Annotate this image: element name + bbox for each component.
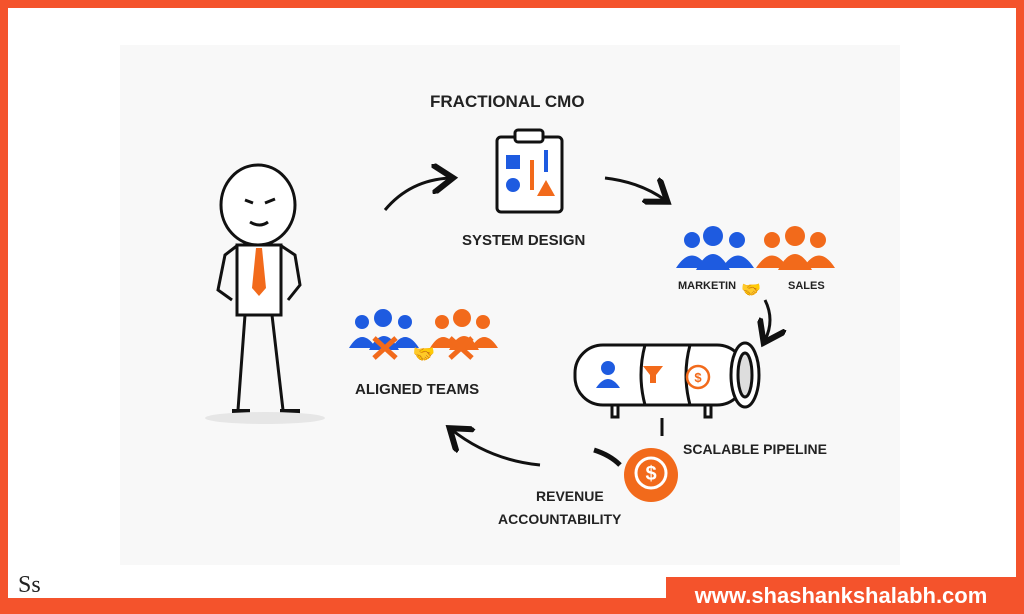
sales-team-icon xyxy=(756,226,835,270)
arrow-icon xyxy=(383,178,450,211)
website-link[interactable]: www.shashankshalabh.com xyxy=(666,577,1016,614)
revenue-dollar-icon: $ xyxy=(624,448,678,502)
revenue-label-line1: REVENUE xyxy=(536,488,604,504)
arrow-icon xyxy=(452,430,541,467)
marketing-team-icon xyxy=(676,226,754,270)
aligned-blue-team-icon xyxy=(349,309,419,350)
system-design-label: SYSTEM DESIGN xyxy=(462,232,586,249)
handshake-icon: 🤝 xyxy=(413,344,435,364)
marketing-label: MARKETIN xyxy=(678,280,737,292)
aligned-teams-label: ALIGNED TEAMS xyxy=(355,381,480,398)
clipboard-icon xyxy=(495,128,564,214)
pipeline-label: SCALABLE PIPELINE xyxy=(683,441,827,457)
brand-logo: Ss xyxy=(18,572,41,598)
sales-label: SALES xyxy=(788,280,825,292)
arrow-icon xyxy=(604,176,665,200)
stick-figure xyxy=(216,163,302,415)
revenue-label-line2: ACCOUNTABILITY xyxy=(498,511,622,527)
tie-icon xyxy=(252,248,266,296)
funnel-icon xyxy=(643,366,663,383)
handshake-icon: 🤝 xyxy=(741,282,761,299)
svg-text:$: $ xyxy=(645,463,656,485)
pipeline-icon xyxy=(573,341,761,419)
svg-text:$: $ xyxy=(694,370,702,385)
arrow-icon xyxy=(765,299,770,340)
diagram-title: FRACTIONAL CMO xyxy=(430,92,585,111)
dollar-icon xyxy=(685,364,711,390)
